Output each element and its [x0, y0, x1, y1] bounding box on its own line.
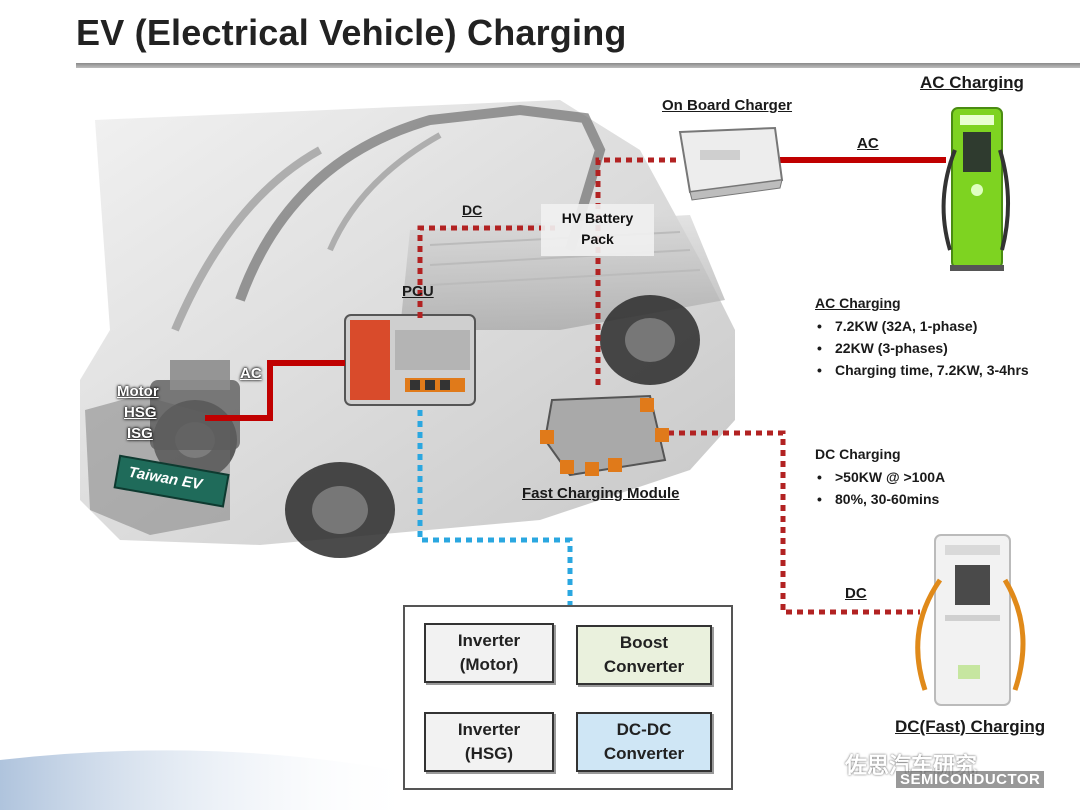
hv-battery-line1: HV Battery: [561, 210, 634, 226]
inverter-hsg-line1: Inverter: [457, 720, 521, 739]
dc-charging-specs: DC Charging >50KW @ >100A 80%, 30-60mins: [815, 446, 945, 510]
page-title: EV (Electrical Vehicle) Charging: [76, 12, 627, 53]
motor-label: Motor: [117, 383, 159, 400]
pcu-label: PCU: [402, 283, 434, 300]
ac-spec-item: 7.2KW (32A, 1-phase): [817, 315, 1029, 337]
hsg-label: HSG: [124, 404, 157, 421]
dc-spec-item: 80%, 30-60mins: [817, 488, 945, 510]
boost-converter-line2: Converter: [603, 657, 685, 676]
dc-dc-converter-line1: DC-DC: [616, 720, 672, 739]
dc-link-label-bottom: DC: [845, 585, 867, 602]
hv-battery-line2: Pack: [581, 231, 614, 247]
on-board-charger-unit: [678, 126, 784, 201]
ac-link-label: AC: [857, 135, 879, 152]
inverter-motor-block: Inverter (Motor): [424, 623, 554, 683]
dc-dc-converter-line2: Converter: [603, 744, 685, 763]
ac-motor-label: AC: [240, 365, 262, 382]
ac-spec-item: 22KW (3-phases): [817, 337, 1029, 359]
fast-charging-module-label: Fast Charging Module: [522, 485, 680, 502]
inverter-motor-line2: (Motor): [459, 655, 519, 674]
on-board-charger-label: On Board Charger: [662, 97, 793, 114]
dc-spec-item: >50KW @ >100A: [817, 466, 945, 488]
dc-specs-heading: DC Charging: [815, 446, 901, 462]
dc-charger-station: [915, 534, 1026, 706]
boost-converter-line1: Boost: [619, 633, 669, 652]
ac-charging-specs: AC Charging 7.2KW (32A, 1-phase) 22KW (3…: [815, 295, 1029, 381]
inverter-hsg-line2: (HSG): [464, 744, 514, 763]
watermark-brand: SEMICONDUCTOR: [896, 771, 1045, 788]
ac-specs-heading: AC Charging: [815, 295, 901, 311]
fast-charging-module-unit: [540, 394, 669, 477]
ac-charging-title: AC Charging: [920, 73, 1024, 92]
inverter-motor-line1: Inverter: [457, 631, 521, 650]
dc-dc-converter-block: DC-DC Converter: [576, 712, 712, 772]
title-divider: [76, 63, 1080, 68]
hv-battery-pack-label: HV Battery Pack: [541, 204, 654, 256]
taiwan-ev-badge: [113, 454, 230, 508]
inverter-hsg-block: Inverter (HSG): [424, 712, 554, 772]
dc-fast-charging-title: DC(Fast) Charging: [895, 717, 1046, 736]
ac-charger-station: [941, 107, 1011, 271]
boost-converter-block: Boost Converter: [576, 625, 712, 685]
dc-link-label-top: DC: [462, 202, 483, 218]
isg-label: ISG: [127, 425, 153, 442]
pcu-unit: [344, 314, 476, 406]
ac-spec-item: Charging time, 7.2KW, 3-4hrs: [817, 359, 1029, 381]
